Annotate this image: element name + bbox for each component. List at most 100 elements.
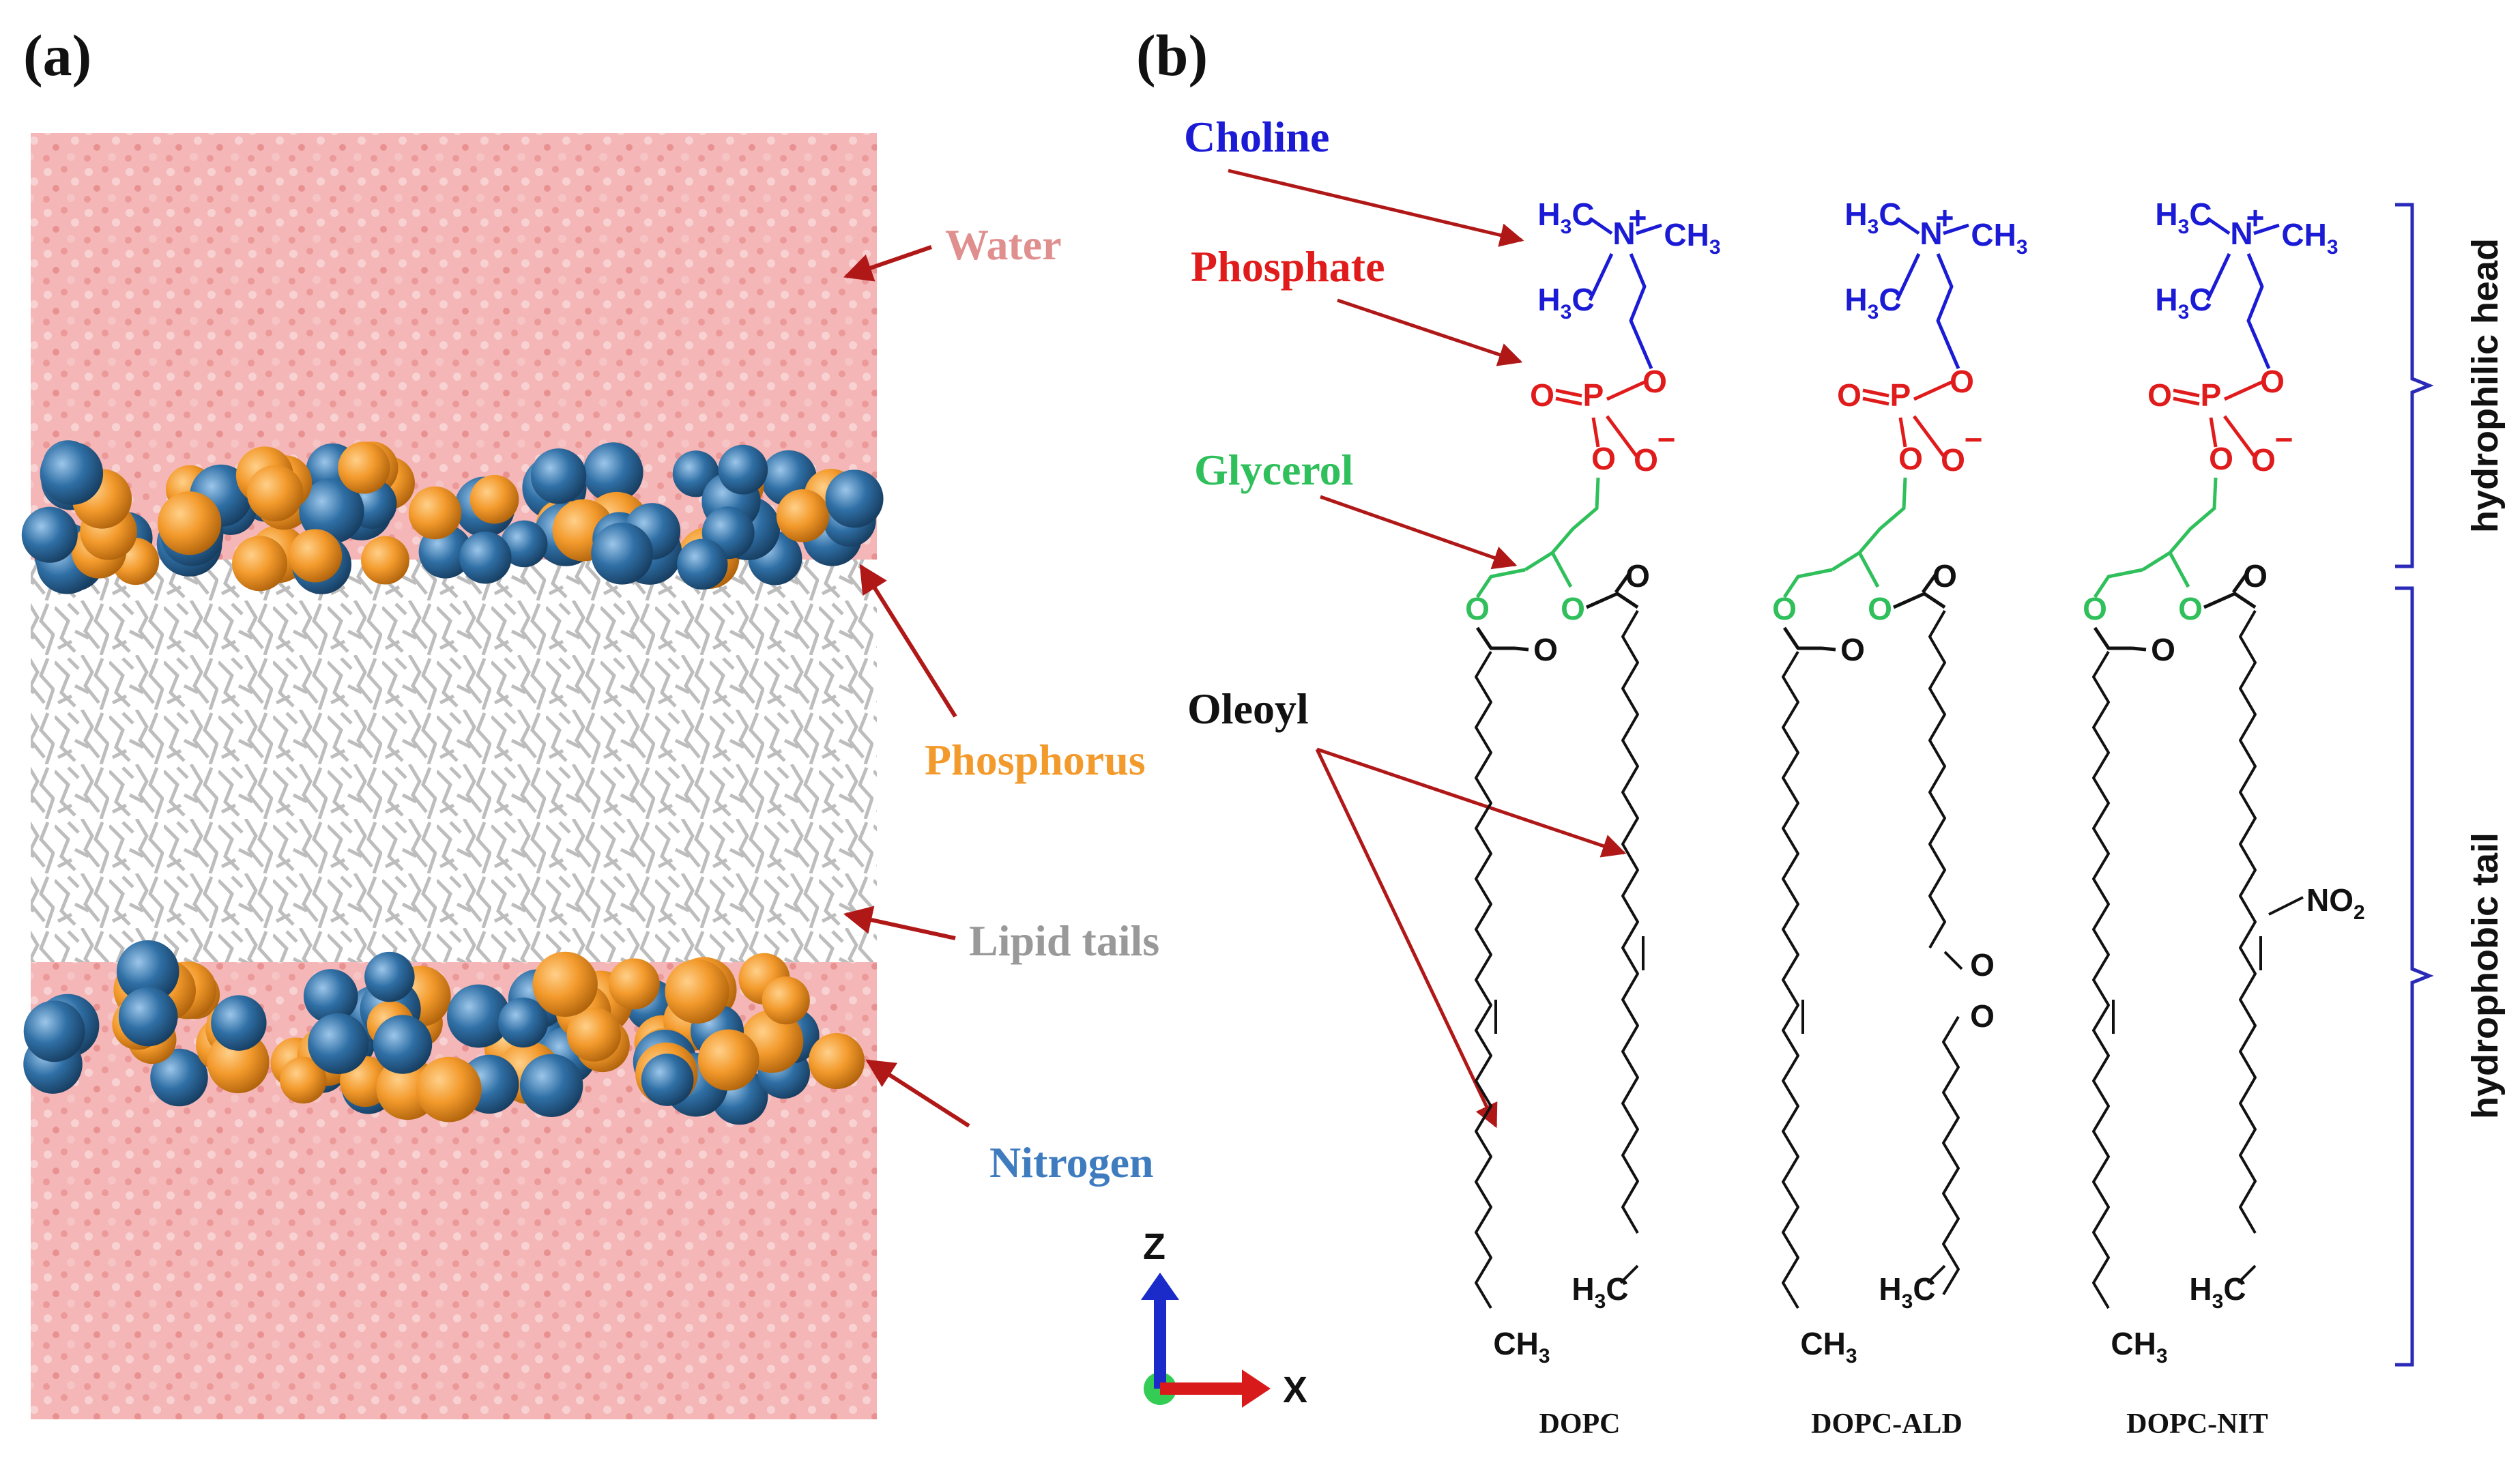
oxygen-atom-label: O xyxy=(1941,442,1965,478)
phosphorus-atom-label: P xyxy=(1583,377,1604,413)
nitrogen-atom xyxy=(591,522,654,585)
tail1-end-label: CH3 xyxy=(1800,1326,1857,1367)
glycerol-callout: Glycerol xyxy=(1194,446,1518,570)
oleoyl-label: Oleoyl xyxy=(1187,684,1309,733)
nitrogen-atom xyxy=(116,940,179,1003)
phosphorus-atom xyxy=(408,486,462,540)
methyl-label: CH3 xyxy=(2281,217,2338,259)
tail2-end-label: H3C xyxy=(1879,1271,1935,1313)
phosphorus-atom xyxy=(762,976,810,1025)
nitrogen-atom xyxy=(677,538,728,590)
nitrogen-atom xyxy=(308,1013,369,1075)
phosphorus-atom xyxy=(697,1029,759,1091)
oxygen-atom-label: O xyxy=(2083,591,2107,626)
hydrophilic-head-label: hydrophilic head xyxy=(2465,238,2506,533)
phosphorus-atom xyxy=(361,536,409,585)
phosphate-label: Phosphate xyxy=(1191,242,1385,291)
nitrogen-atom xyxy=(364,951,415,1002)
z-axis-label: Z xyxy=(1143,1226,1165,1267)
methyl-label: CH3 xyxy=(1971,217,2027,259)
lower-headgroup-layer xyxy=(23,940,865,1125)
nitrogen-label: Nitrogen xyxy=(989,1138,1154,1187)
phosphorus-atom xyxy=(808,1032,865,1090)
simulation-box xyxy=(21,133,884,1419)
nitrogen-atom xyxy=(40,441,104,505)
molecule-name: DOPC xyxy=(1539,1408,1621,1440)
lipid-tail-region xyxy=(31,560,877,962)
phosphate-callout: Phosphate xyxy=(1191,242,1523,366)
nitrogen-atom xyxy=(825,469,884,528)
nitrogen-atom xyxy=(519,1054,583,1118)
oxygen-atom-label: O xyxy=(2251,442,2276,478)
oxygen-atom-label: O xyxy=(1898,441,1923,476)
lipid-tails-callout: Lipid tails xyxy=(843,906,1159,965)
nitrogen-atom xyxy=(299,478,364,544)
negative-charge: − xyxy=(1965,422,1983,457)
choline-label: Choline xyxy=(1184,113,1329,161)
oleoyl-callout: Oleoyl xyxy=(1187,684,1627,1129)
nitrogen-atom xyxy=(150,1048,208,1107)
phosphorus-atom-label: P xyxy=(2201,377,2222,413)
nitrogen-atom xyxy=(118,987,178,1047)
oxygen-atom-label: O xyxy=(1772,591,1797,626)
methyl-label: H3C xyxy=(1844,197,1901,238)
oxygen-atom-label: O xyxy=(1533,632,1558,667)
negative-charge: − xyxy=(2275,422,2293,457)
oxygen-atom-label: O xyxy=(1591,441,1616,476)
phosphorus-atom xyxy=(532,951,598,1017)
nitrogen-atom xyxy=(373,1015,433,1074)
phosphorus-atom xyxy=(416,1056,482,1122)
oxygen-atom-label: O xyxy=(1868,591,1892,626)
nitrogen-atom xyxy=(459,531,512,584)
methyl-label: CH3 xyxy=(1664,217,1720,259)
aldehyde-oxygen-label: O xyxy=(1970,998,1995,1034)
nitrogen-atom xyxy=(500,520,548,568)
nitrogen-atom xyxy=(641,1054,694,1106)
hydrophobic-tail-label: hydrophobic tail xyxy=(2465,832,2506,1119)
nitrogen-atom xyxy=(446,984,510,1048)
phosphorus-callout: Phosphorus xyxy=(859,564,1146,784)
panel-a-label: (a) xyxy=(23,23,91,88)
phosphorus-atom xyxy=(665,959,729,1024)
methyl-label: H3C xyxy=(1844,282,1901,323)
oxygen-atom-label: O xyxy=(1530,377,1554,413)
nitrogen-atom xyxy=(21,506,78,563)
nitrogen-atom-label: N xyxy=(1612,216,1635,251)
phosphorus-atom xyxy=(289,529,343,583)
phosphorus-atom-label: P xyxy=(1890,377,1911,413)
hydrophobic-tail-brace: hydrophobic tail xyxy=(2395,586,2506,1367)
nitrogen-atom xyxy=(303,969,358,1024)
oxygen-atom-label: O xyxy=(1840,632,1865,667)
phosphorus-atom xyxy=(469,475,519,524)
molecule-name: DOPC-NIT xyxy=(2126,1408,2268,1440)
phosphorus-atom xyxy=(246,465,304,522)
nitrogen-atom-label: N xyxy=(1920,216,1942,251)
molecule-name: DOPC-ALD xyxy=(1811,1408,1963,1440)
nitrogen-atom xyxy=(583,442,643,503)
methyl-label: H3C xyxy=(1537,197,1594,238)
oxygen-atom-label: O xyxy=(2260,364,2285,399)
x-axis-label: X xyxy=(1283,1370,1307,1410)
glycerol-label: Glycerol xyxy=(1194,446,1353,494)
nitrogen-atom xyxy=(530,448,587,504)
oxygen-atom-label: O xyxy=(2209,441,2233,476)
choline-callout: Choline xyxy=(1184,113,1524,247)
axis-triad: Z X xyxy=(1141,1226,1307,1410)
tail2-end-label: H3C xyxy=(1572,1271,1628,1313)
oxygen-atom-label: O xyxy=(1642,364,1667,399)
negative-charge: − xyxy=(1657,422,1676,457)
panel-b-label: (b) xyxy=(1136,23,1208,88)
nitrogen-atom-label: N xyxy=(2230,216,2253,251)
nitrogen-atom xyxy=(211,995,267,1051)
nitrogen-callout: Nitrogen xyxy=(865,1059,1154,1187)
hydrophilic-head-brace: hydrophilic head xyxy=(2395,203,2506,568)
aldehyde-oxygen-label: O xyxy=(1970,947,1995,983)
phosphorus-atom xyxy=(207,1030,270,1094)
oxygen-atom-label: O xyxy=(1837,377,1862,413)
phosphorus-atom xyxy=(232,536,288,592)
phosphorus-atom xyxy=(608,958,660,1010)
